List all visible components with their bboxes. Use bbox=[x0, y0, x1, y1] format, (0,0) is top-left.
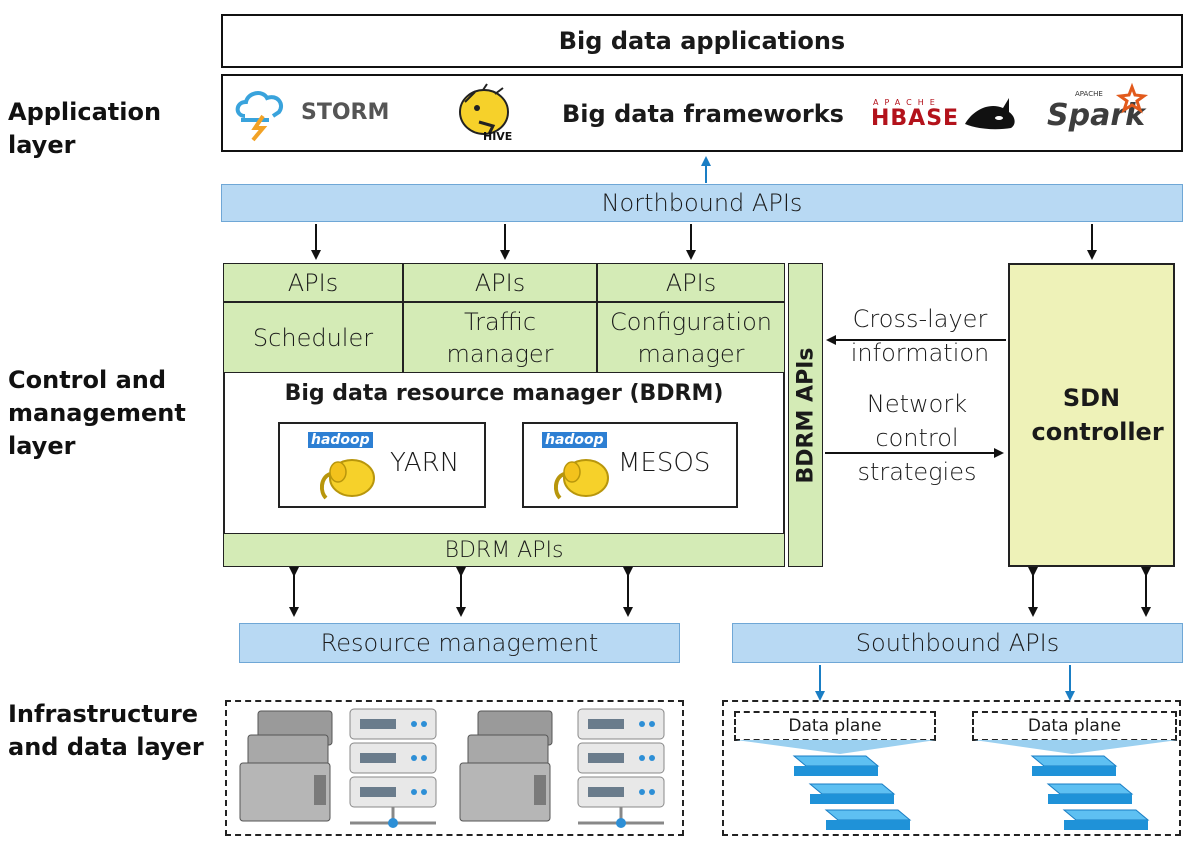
bdrm-apis-vertical: BDRM APIs bbox=[788, 263, 823, 567]
scheduler-cell: Scheduler bbox=[223, 302, 403, 373]
mesos-box: hadoop MESOS bbox=[522, 422, 738, 508]
server-stack-icon bbox=[239, 710, 333, 822]
spark-logo-text: Spark bbox=[1047, 98, 1146, 133]
resource-management-bar: Resource management bbox=[239, 623, 680, 663]
rack-server-icon bbox=[577, 708, 665, 828]
big-data-applications-box: Big data applications bbox=[221, 14, 1183, 68]
hive-bee-elephant-icon bbox=[459, 83, 509, 135]
network-switch-icon bbox=[808, 783, 896, 804]
traffic-manager-cell: Traffic manager bbox=[403, 302, 597, 373]
bdrm-title: Big data resource manager (BDRM) bbox=[284, 380, 724, 406]
server-stack-icon bbox=[459, 710, 553, 822]
rack-server-icon bbox=[349, 708, 437, 828]
infrastructure-layer-label: Infrastructure and data layer bbox=[8, 700, 204, 761]
hive-logo-text: HIVE bbox=[483, 130, 513, 143]
network-switch-icon bbox=[824, 809, 912, 830]
switch-icons bbox=[736, 740, 1178, 830]
spark-logo: APACHE Spark bbox=[1047, 82, 1149, 142]
bdrm-apis-cell-1: APIs bbox=[223, 263, 403, 302]
network-switch-icon bbox=[1062, 809, 1150, 830]
big-data-frameworks-box: STORM HIVE Big data frameworks APACHE HB… bbox=[221, 74, 1183, 152]
application-layer-label: Application layer bbox=[8, 98, 162, 159]
northbound-apis-bar: Northbound APIs bbox=[221, 184, 1183, 222]
southbound-apis-bar: Southbound APIs bbox=[732, 623, 1183, 663]
server-icons bbox=[239, 708, 665, 828]
orca-icon bbox=[965, 98, 1015, 130]
cross-layer-label: Cross-layer information bbox=[850, 305, 990, 367]
network-switch-icon bbox=[1046, 783, 1134, 804]
hadoop-logo-text: hadoop bbox=[542, 432, 607, 448]
bdrm-apis-cell-3: APIs bbox=[597, 263, 785, 302]
hbase-logo-text: HBASE bbox=[871, 106, 960, 131]
control-layer-label: Control and management layer bbox=[8, 366, 186, 460]
storm-logo: STORM bbox=[233, 86, 393, 142]
network-control-label: Network control strategies bbox=[857, 390, 977, 486]
hadoop-logo-text: hadoop bbox=[308, 432, 373, 448]
mesos-label: MESOS bbox=[618, 448, 711, 478]
hadoop-elephant-icon bbox=[319, 459, 375, 500]
yarn-box: hadoop YARN bbox=[278, 422, 486, 508]
sdn-controller-box: SDN controller bbox=[1008, 263, 1175, 567]
configuration-manager-cell: Configuration manager bbox=[597, 302, 785, 373]
network-switch-icon bbox=[792, 755, 880, 776]
yarn-label: YARN bbox=[390, 448, 460, 478]
bdrm-apis-bottom: BDRM APIs bbox=[223, 533, 785, 567]
spark-star-icon bbox=[1115, 82, 1149, 114]
storm-logo-text: STORM bbox=[301, 100, 390, 125]
infrastructure-servers-box bbox=[225, 700, 684, 836]
storm-cloud-icon bbox=[235, 91, 284, 142]
hive-logo: HIVE bbox=[449, 82, 519, 148]
spark-apache-text: APACHE bbox=[1075, 90, 1103, 98]
frameworks-label: Big data frameworks bbox=[562, 100, 844, 128]
network-switch-icon bbox=[1030, 755, 1118, 776]
hbase-logo: APACHE HBASE bbox=[871, 92, 1017, 138]
hadoop-elephant-icon bbox=[553, 459, 609, 500]
bdrm-apis-cell-2: APIs bbox=[403, 263, 597, 302]
infrastructure-network-box bbox=[722, 700, 1181, 836]
hbase-apache-text: APACHE bbox=[873, 98, 941, 107]
